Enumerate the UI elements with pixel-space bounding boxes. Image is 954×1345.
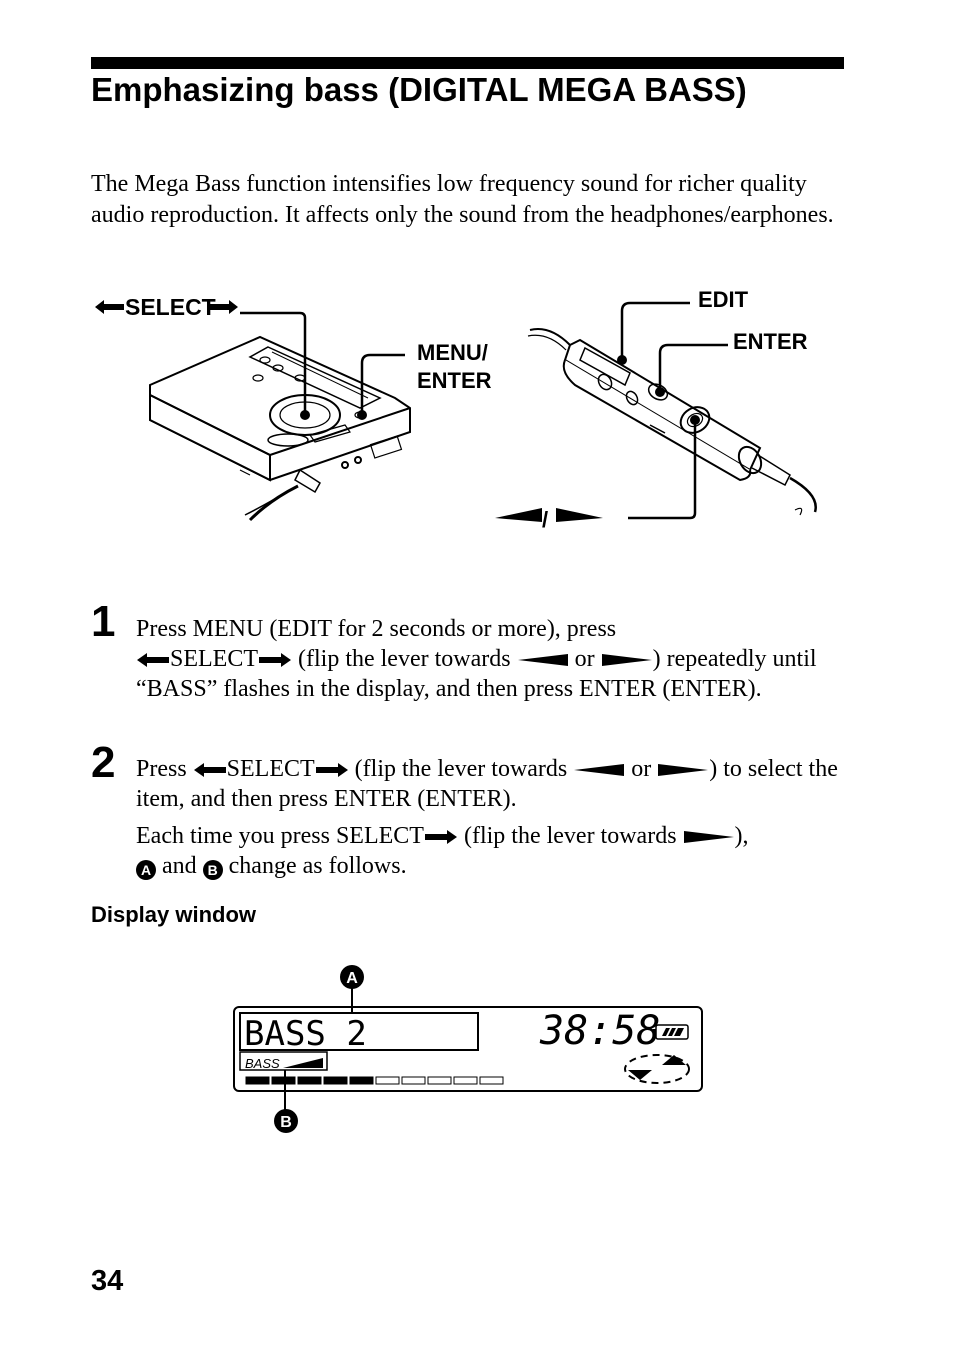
level-segment bbox=[271, 1076, 296, 1085]
lever-right-icon bbox=[658, 764, 709, 777]
step-text: Press bbox=[136, 756, 193, 782]
left-arrow-icon bbox=[95, 300, 124, 314]
remote-control-icon bbox=[527, 328, 817, 516]
lever-left-icon bbox=[574, 764, 625, 777]
level-segment bbox=[401, 1076, 426, 1085]
select-label-group: SELECT bbox=[95, 294, 238, 320]
step-number: 1 bbox=[91, 597, 116, 646]
level-segment bbox=[349, 1076, 374, 1085]
step-text: or bbox=[568, 646, 601, 672]
edit-label: EDIT bbox=[698, 287, 749, 312]
menu-label-line1: MENU/ bbox=[417, 340, 488, 365]
right-arrow-icon bbox=[315, 763, 348, 778]
step-text: ), bbox=[734, 823, 749, 849]
lever-left-icon bbox=[495, 508, 542, 522]
marker-a-circle bbox=[340, 965, 364, 989]
level-segment bbox=[453, 1076, 478, 1085]
right-arrow-icon bbox=[424, 830, 457, 845]
lever-right-icon bbox=[556, 508, 603, 522]
disc-rotation-icon bbox=[624, 1054, 690, 1084]
lever-left-icon bbox=[517, 654, 568, 667]
title-rule bbox=[91, 57, 844, 69]
device-illustration: SELECT MENU/ ENTER bbox=[95, 287, 817, 532]
step-text: and bbox=[156, 853, 203, 879]
main-text-box bbox=[239, 1012, 479, 1051]
step-text: (flip the lever towards bbox=[292, 646, 517, 672]
level-segment bbox=[375, 1076, 400, 1085]
bass-indicator-label: BASS bbox=[245, 1056, 280, 1071]
battery-icon bbox=[653, 1024, 689, 1040]
select-label: SELECT bbox=[125, 294, 216, 320]
bass-level-wedge bbox=[283, 1058, 323, 1068]
step-text: Each time you press SELECT bbox=[136, 823, 424, 849]
level-segment bbox=[479, 1076, 504, 1085]
left-arrow-icon bbox=[137, 653, 169, 668]
lever-right-icon bbox=[683, 831, 734, 844]
step-text: or bbox=[625, 756, 658, 782]
display-time-text: 38:58 bbox=[539, 1008, 660, 1054]
step-text: (flip the lever towards bbox=[348, 756, 574, 782]
md-player-icon bbox=[149, 335, 411, 522]
marker-a-label: A bbox=[346, 970, 358, 987]
page-title: Emphasizing bass (DIGITAL MEGA BASS) bbox=[91, 71, 747, 108]
step-text: ) to select the item, and then press ENT… bbox=[136, 756, 838, 812]
step-text: change as follows. bbox=[222, 853, 407, 879]
display-window-heading: Display window bbox=[91, 902, 257, 927]
level-segment bbox=[245, 1076, 270, 1085]
step-text: (flip the lever towards bbox=[457, 823, 683, 849]
level-segment bbox=[323, 1076, 348, 1085]
step-text: SELECT bbox=[226, 756, 315, 782]
menu-label-line2: ENTER bbox=[417, 368, 492, 393]
marker-b-badge: B bbox=[202, 860, 223, 880]
step-text: Press MENU (EDIT for 2 seconds or more),… bbox=[136, 616, 617, 642]
left-arrow-icon bbox=[193, 763, 226, 778]
right-arrow-icon bbox=[209, 300, 238, 314]
level-segment bbox=[297, 1076, 322, 1085]
lever-separator: / bbox=[542, 507, 548, 532]
marker-b-label: B bbox=[280, 1114, 292, 1131]
display-window: BASS 2 38:58 BASS A B bbox=[233, 965, 703, 1133]
display-main-text: BASS 2 bbox=[244, 1014, 367, 1054]
level-meter bbox=[245, 1076, 504, 1085]
marker-a-badge: A bbox=[136, 860, 156, 880]
right-arrow-icon bbox=[259, 653, 291, 668]
lever-right-icon bbox=[601, 654, 652, 667]
step-text: ) repeatedly until “BASS” flashes in the… bbox=[136, 646, 817, 702]
page-number: 34 bbox=[91, 1265, 124, 1297]
intro-paragraph: The Mega Bass function intensifies low f… bbox=[91, 171, 834, 228]
step-number: 2 bbox=[91, 738, 116, 787]
marker-b-circle bbox=[274, 1109, 298, 1133]
level-segment bbox=[427, 1076, 452, 1085]
step-text: SELECT bbox=[170, 646, 258, 672]
enter-label: ENTER bbox=[733, 329, 808, 354]
